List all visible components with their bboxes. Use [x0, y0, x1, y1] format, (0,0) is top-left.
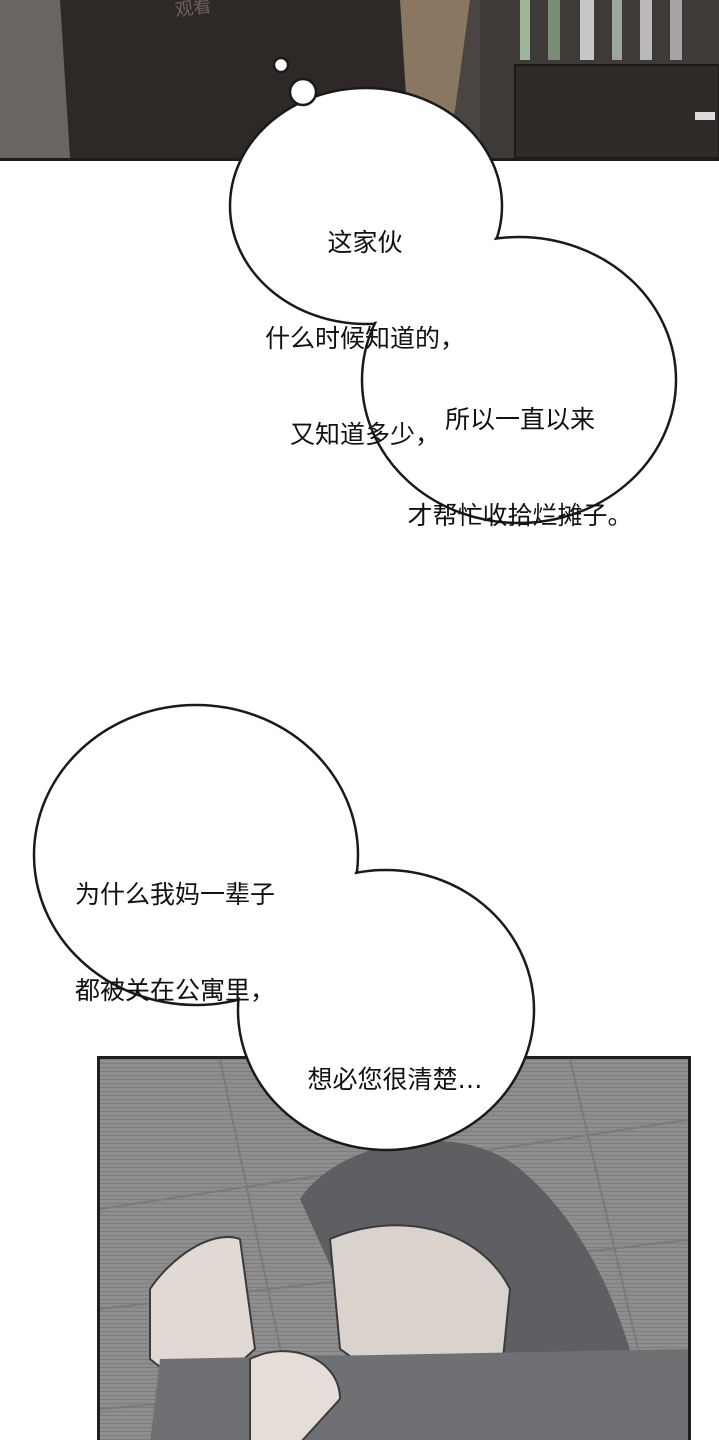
bubble-4-line-1: 想必您很清楚… — [307, 1065, 483, 1094]
bubble-2-line-1: 所以一直以来 — [444, 405, 595, 434]
bubble-1-line-1: 这家伙 — [327, 228, 403, 257]
bubble-1-line-2: 什么时候知道的， — [264, 324, 465, 353]
bubble-1-tail-large — [288, 77, 318, 107]
bubble-2-text: 所以一直以来 才帮忙收拾烂摊子。 — [380, 340, 660, 564]
bubble-3-line-1: 为什么我妈一辈子 — [75, 880, 276, 909]
bubble-1-line-3: 又知道多少， — [289, 420, 440, 449]
bubble-3-text: 为什么我妈一辈子 都被关在公寓里， — [75, 815, 340, 1039]
bubble-3-line-2: 都被关在公寓里， — [75, 976, 276, 1005]
bubble-1-tail-small — [272, 56, 290, 74]
bubble-2-line-2: 才帮忙收拾烂摊子。 — [407, 501, 633, 530]
bubble-4-text: 想必您很清楚… — [275, 1000, 515, 1128]
bubble-1-text: 这家伙 什么时候知道的， 又知道多少， — [250, 163, 480, 483]
